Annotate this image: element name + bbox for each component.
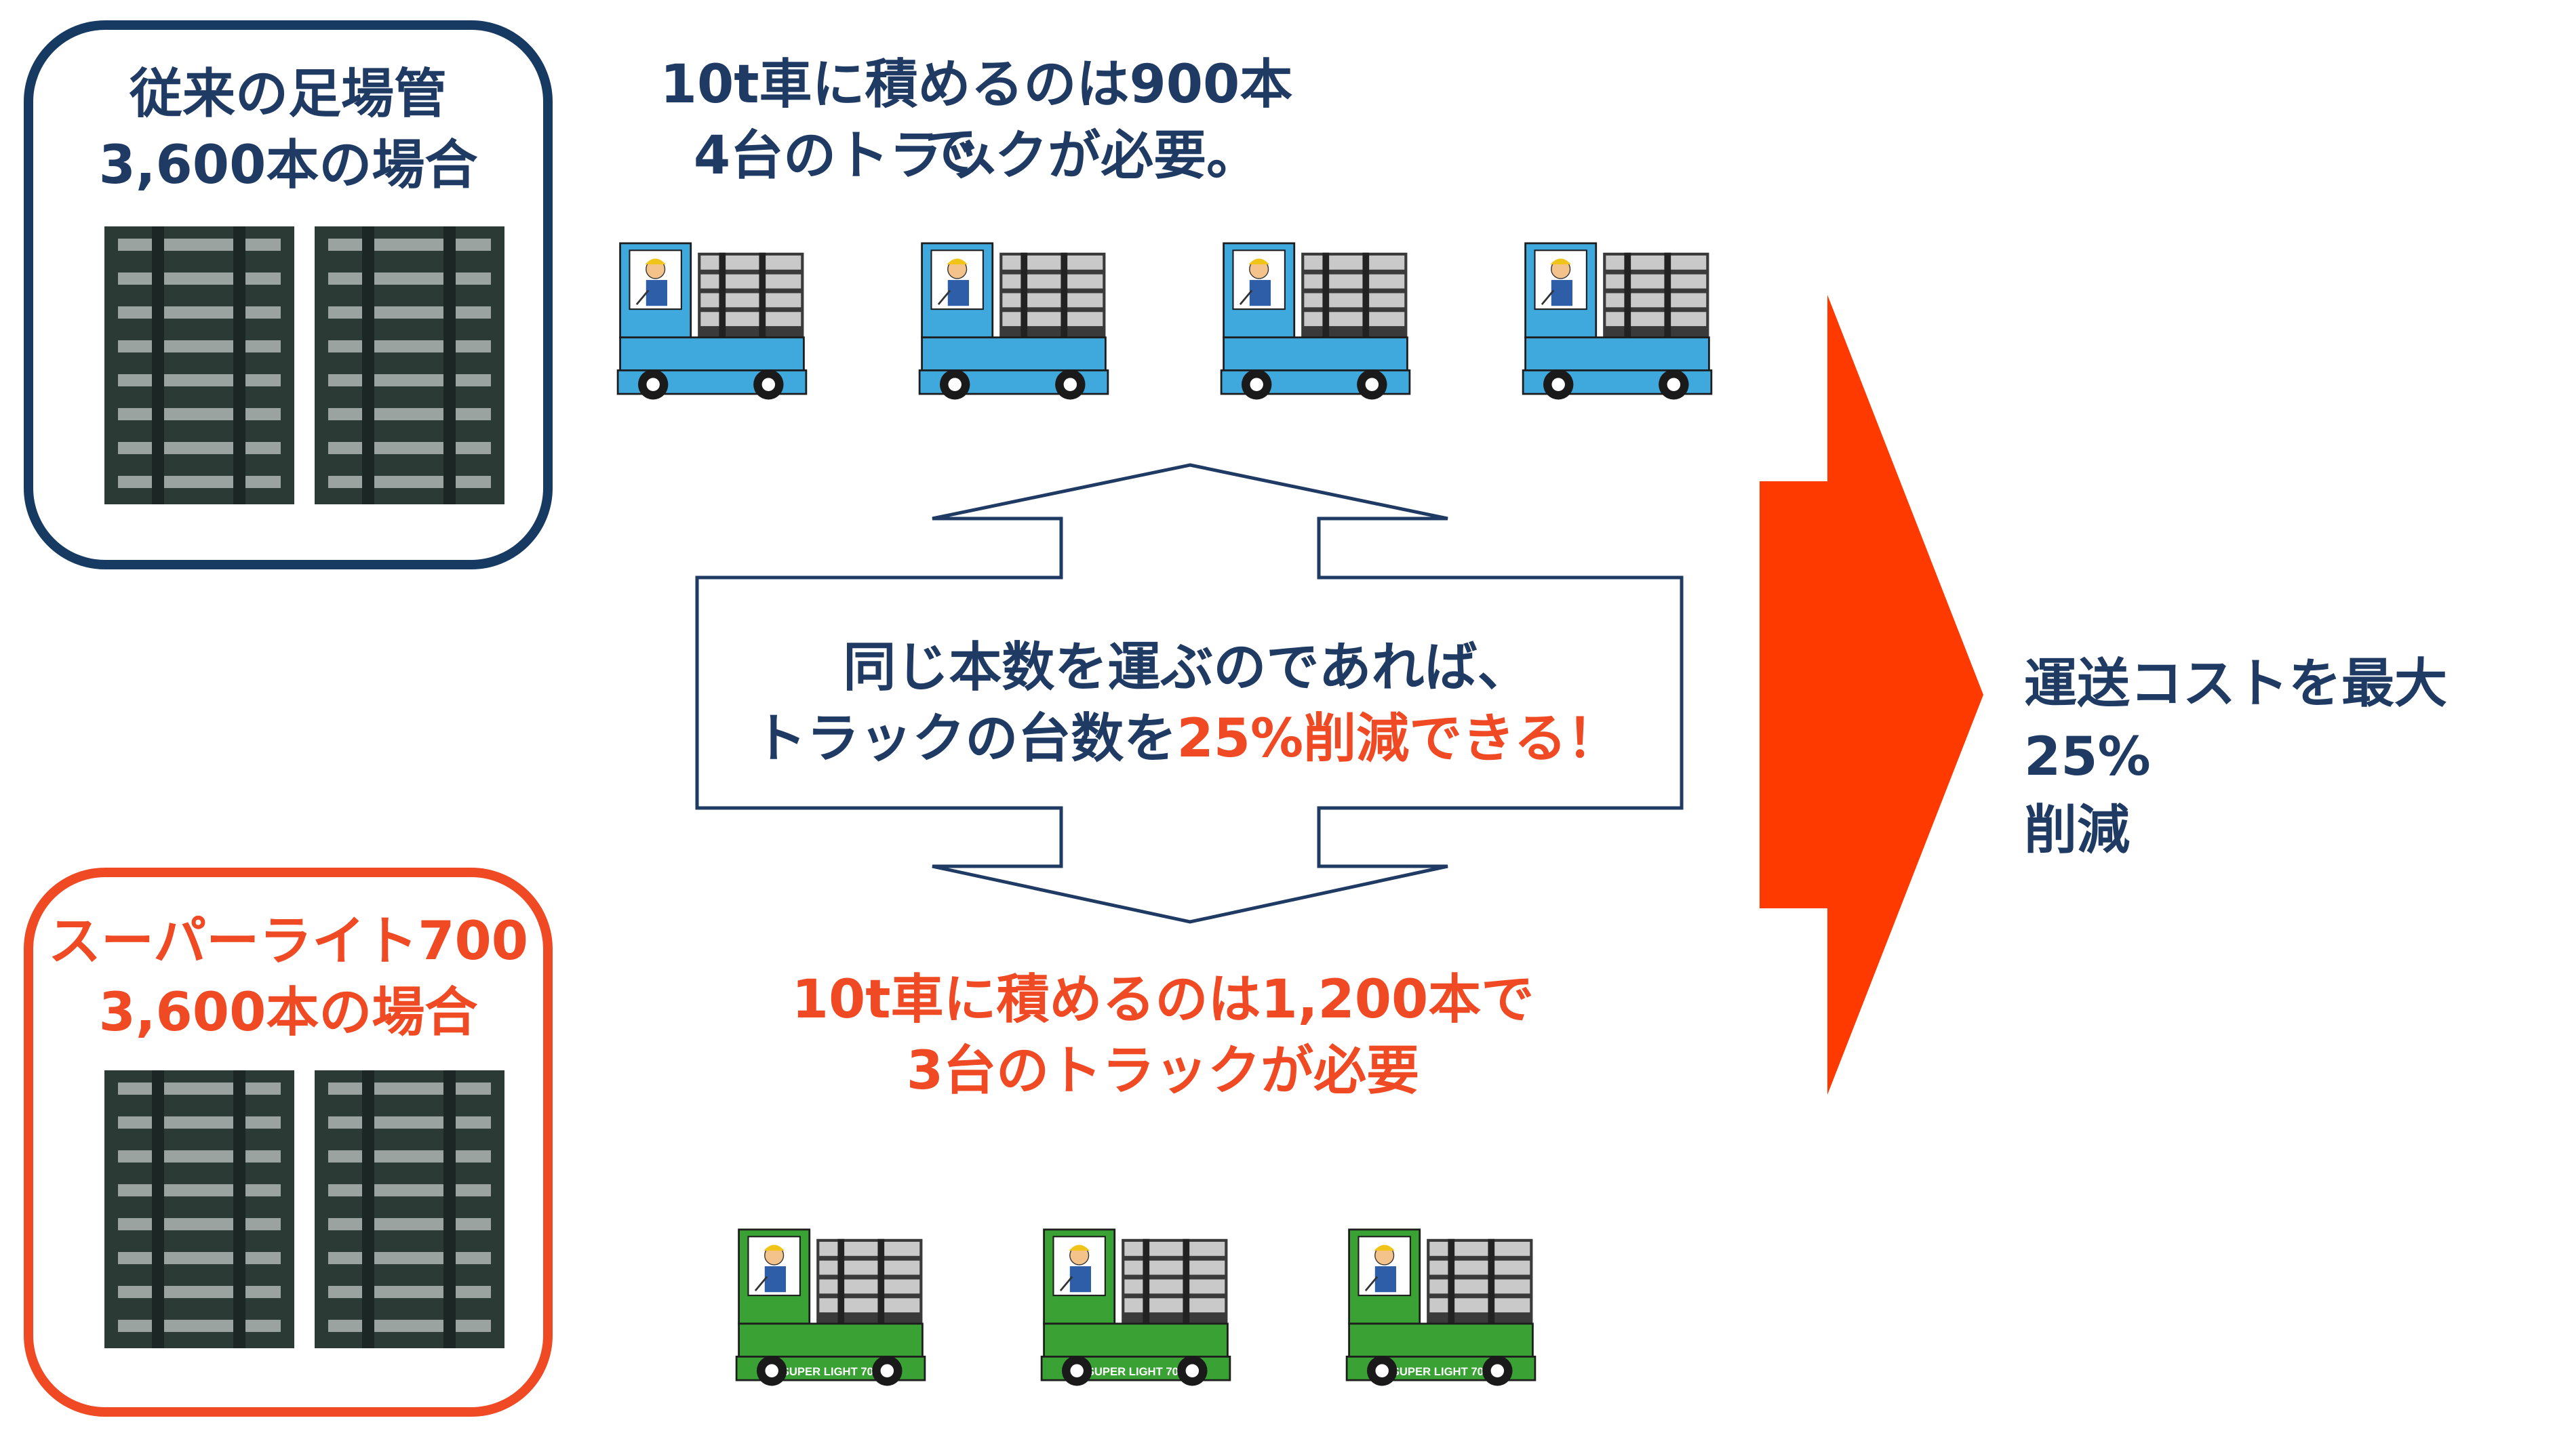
comparison-line2-prefix: トラックの台数を bbox=[753, 708, 1177, 769]
comparison-line2-highlight: 25%削減できる！ bbox=[1176, 708, 1620, 769]
blue-truck-icon bbox=[1180, 234, 1451, 406]
superlight-load-line1: 10t車に積めるのは1,200本で bbox=[791, 969, 1534, 1030]
comparison-line2: トラックの台数を25%削減できる！ bbox=[698, 705, 1675, 773]
svg-text:SUPER LIGHT 700: SUPER LIGHT 700 bbox=[1087, 1365, 1185, 1378]
blue-truck-icon bbox=[1482, 234, 1753, 406]
conventional-load-line2: 4台のトラックが必要。 bbox=[693, 125, 1260, 186]
pipe-bundle-left bbox=[104, 226, 294, 504]
superlight-load-line2: 3台のトラックが必要 bbox=[906, 1040, 1420, 1101]
pipe-bundle-icon bbox=[104, 226, 294, 504]
blue-truck-icon bbox=[878, 234, 1149, 406]
conventional-title-line1: 従来の足場管 bbox=[129, 64, 447, 125]
result-text: 運送コストを最大25% 削減 bbox=[2024, 647, 2567, 867]
superlight-title-line1: スーパーライト700 bbox=[47, 911, 529, 972]
double-arrow bbox=[695, 463, 1684, 924]
comparison-line1: 同じ本数を運ぶのであれば、 bbox=[843, 637, 1530, 698]
green-truck-icon: SUPER LIGHT 700 bbox=[695, 1220, 966, 1392]
pipe-bundle-icon bbox=[315, 1070, 504, 1348]
conventional-title-line2: 3,600本の場合 bbox=[98, 135, 478, 196]
superlight-title-line2: 3,600本の場合 bbox=[98, 982, 478, 1043]
pipe-bundle-right bbox=[315, 1070, 504, 1348]
superlight-panel: スーパーライト700 3,600本の場合 bbox=[24, 868, 553, 1417]
result-line1: 運送コストを最大25% bbox=[2024, 653, 2448, 788]
svg-text:SUPER LIGHT 700: SUPER LIGHT 700 bbox=[782, 1365, 879, 1378]
conventional-panel: 従来の足場管 3,600本の場合 bbox=[24, 20, 553, 569]
result-line2: 削減 bbox=[2024, 800, 2131, 861]
conventional-load-line1: 10t車に積めるのは900本で、 bbox=[660, 54, 1293, 183]
pipe-bundle-icon bbox=[315, 226, 504, 504]
pipe-bundle-left bbox=[104, 1070, 294, 1348]
green-truck-icon: SUPER LIGHT 700 bbox=[1000, 1220, 1271, 1392]
svg-text:SUPER LIGHT 700: SUPER LIGHT 700 bbox=[1392, 1365, 1490, 1378]
result-arrow-icon bbox=[1760, 295, 1983, 1095]
pipe-bundle-icon bbox=[104, 1070, 294, 1348]
pipe-bundle-right bbox=[315, 226, 504, 504]
blue-truck-icon bbox=[576, 234, 848, 406]
green-truck-icon: SUPER LIGHT 700 bbox=[1305, 1220, 1577, 1392]
